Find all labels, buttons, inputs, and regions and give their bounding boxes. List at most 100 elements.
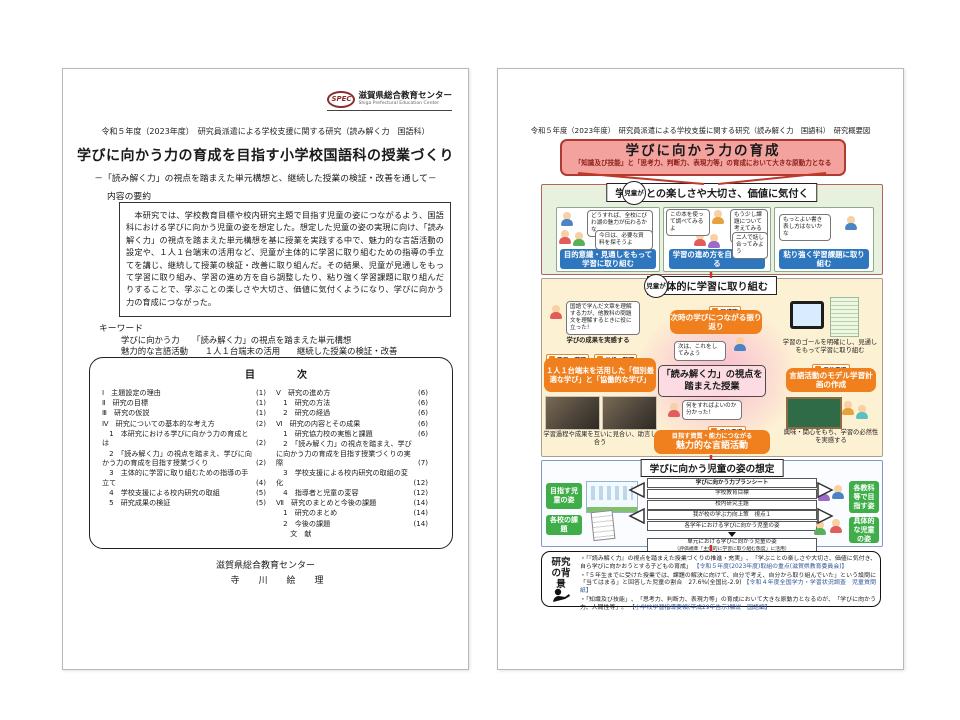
toc-entry: 1 研究協力校の実態と課題(6) [276,428,428,438]
strategy-reflection: 次時の学びにつながる振り返り [670,310,762,334]
research-background-label: 研究の背景 [551,557,571,590]
keywords-row-2: 魅力的な言語活動 １人１台端末の活用 継続した授業の検証・改善 [121,346,398,356]
core-approach-box: 「読み解く力」の視点を踏まえた授業 [658,365,766,397]
children-illustration [573,232,585,246]
toc-left-column: Ⅰ 主題設定の理由(1) Ⅱ 研究の目標(1) Ⅲ 研究の仮説(1) Ⅳ 研究に… [102,388,266,508]
toc-entry: 3 学校支援による校内研究の取組の変化(12) [276,468,428,487]
spec-logo-icon: SPEC [327,91,356,108]
children-illustration [708,234,720,248]
speech-bubble: 何をすればよいのか分かった！ [682,400,742,420]
scene-card-adjust: この本を使って調べてみるよ もう少し課題について考えてみるよ 二人で話し合ってみ… [663,207,771,272]
children-illustration [830,519,842,533]
scene-card-persist: もっとよい書き表し方はないかな 粘り強く学習課題に取り組む [774,207,874,272]
background-bullets: ・「『読み解く力』の視点を踏まえた授業づくりの推進・充実」、「学ぶことの楽しさや… [580,556,876,614]
abstract-box: 本研究では、学校教育目標や校内研究主題で目指す児童の姿につながるよう、国語科にお… [119,202,451,317]
caption-interest: 興味・関心をもち、学習の必然性を実感する [783,429,879,444]
plan-sheet-row: 学校教育目標 [647,488,817,499]
plan-sheet-title: 学びに向かう力プランシート [647,478,817,488]
toc-entry: 4 学校支援による校内研究の取組(5) [102,488,266,498]
strategy-language-activity-line1: 目指す資質・能力につながる [671,433,753,441]
table-of-contents: 目 次 Ⅰ 主題設定の理由(1) Ⅱ 研究の目標(1) Ⅲ 研究の仮説(1) Ⅳ… [89,357,453,549]
section-notice-value: 児童が 学ぶことの楽しさや大切さ、価値に気付く どうすれば、全校にびわ湖の魅力が… [541,181,883,275]
speech-bubble: もっとよい書き表し方はないかな [779,214,831,241]
report-cover-page: SPEC 滋賀県総合教育センター Shiga Prefectural Educa… [62,68,469,670]
plan-sheet-row5b: （評価規準「主体的に学習に取り組む態度」に活用） [674,547,790,553]
toc-entry: Ⅵ 研究の内容とその成果(6) [276,418,428,428]
writer-silhouette-icon [553,588,570,602]
speech-bubble: 二人で話し合ってみよう [732,232,768,259]
caption-goal: 学習のゴールを明確にし、見通しをもって学習に取り組む [782,339,878,354]
school-illustration [586,481,638,513]
report-subtitle: －「読み解く力」の視点を踏まえた単元構想と、継続した授業の検証・改善を通して－ [94,174,437,184]
speech-bubble: 次は、これをしてみよう [674,341,726,361]
classroom-photo [602,396,657,430]
strategy-language-activity: 目指す資質・能力につながる 魅力的な言語活動 [654,430,770,454]
toc-entry: 4 指導者と児童の変容(12) [276,488,428,498]
section-active-learning: 児童が 主体的に学習に取り組む 国語で学んだ文章を理解する力が、他教科の問題文を… [541,274,883,457]
toc-entry: Ⅶ 研究のまとめと今後の課題(14) [276,498,428,508]
main-goal-subtitle: 「知識及び技能」と「思考力、判断力、表現力等」の育成において大きな原動力となる [574,159,832,167]
logo-org-name: 滋賀県総合教育センター [358,91,452,101]
toc-entry: 1 研究のまとめ(14) [276,508,428,518]
section3-heading: 学びに向かう児童の姿の想定 [640,459,784,477]
caption-peer-review: 学習過程や成果を互いに見合い、助言し合う [543,431,657,446]
children-badge: 児童が [644,274,668,298]
plan-sheet-row: 各学年における学びに向かう児童の姿 [647,521,817,532]
report-series-line: 令和５年度（2023年度） 研究員派遣による学校支援に関する研究（読み解く力 国… [101,127,430,136]
model-poster-illustration [830,297,859,337]
children-illustration [814,521,826,535]
overview-series-line: 令和５年度（2023年度） 研究員派遣による学校支援に関する研究（読み解く力 国… [530,126,871,135]
plan-sheet-row: 校内研究主題 [647,499,817,510]
scene-card-purpose: どうすれば、全校にびわ湖の魅力が伝わるかな 今日は、必要な資料を探そうよ 目的意… [556,207,660,272]
classroom-photo [545,396,600,430]
abstract-label: 内容の要約 [107,192,151,202]
background-bullet: ・「『読み解く力』の視点を踏まえた授業づくりの推進・充実」、「学ぶことの楽しさや… [580,556,876,570]
children-illustration [561,212,573,226]
logo-org-name-en: Shiga Prefectural Education Center [358,101,439,106]
footer-author: 寺 川 絵 理 [230,576,329,586]
caption-outcome: 学びの成果を実感する [566,337,630,344]
speech-bubble: この本を使って調べてみるよ [666,209,710,236]
label-concrete-child: 具体的な児童の姿 [849,517,879,543]
toc-entry: 1 本研究における学びに向かう力の育成とは(2) [102,428,266,448]
toc-entry: 2 「読み解く力」の視点を踏まえ、学びに向かう力の育成を目指す授業づくり(2) [102,448,266,468]
speech-bubble: 国語で学んだ文章を理解する力が、他教科の問題文を理解するときに役に立った！ [566,301,640,335]
toc-entry: Ⅳ 研究についての基本的な考え方(2) [102,418,266,428]
plan-sheet-row: 我が校の学ぶ力向上策 視点１ [647,510,817,521]
down-arrow-icon [728,531,736,537]
children-illustration [559,230,571,244]
main-goal-title: 学びに向かう力の育成 [625,143,781,159]
research-overview-page: 令和５年度（2023年度） 研究員派遣による学校支援に関する研究（読み解く力 国… [497,68,904,670]
pupil-illustration [668,403,680,417]
strategy-language-activity-line2: 魅力的な言語活動 [675,440,748,451]
children-illustration [818,487,830,501]
toc-entry: Ⅰ 主題設定の理由(1) [102,388,266,397]
toc-entry: 2 研究の経過(6) [276,408,428,418]
toc-entry: 文 献 [276,528,312,538]
section1-heading: 学ぶことの楽しさや大切さ、価値に気付く [606,183,818,202]
section-envisioned-child: 学びに向かう児童の姿の想定 目指す児童の姿 各教科等で目指す姿 学びに向かう力プ… [541,459,883,555]
plan-sheet: 学びに向かう力プランシート 学校教育目標 校内研究主題 我が校の学ぶ力向上策 視… [647,478,817,556]
children-illustration [856,405,868,419]
toc-entry: 3 主体的に学習に取り組むための指導の手立て(4) [102,468,266,487]
footer-organization: 滋賀県総合教育センター [215,561,315,571]
children-badge: 児童が [622,181,646,205]
toc-entry: 1 研究の方法(6) [276,398,428,408]
pupil-illustration [734,337,746,351]
keywords-label: キーワード [99,324,143,334]
children-illustration [694,232,706,246]
children-illustration [712,210,724,224]
main-goal-banner: 学びに向かう力の育成 「知識及び技能」と「思考力、判断力、表現力等」の育成におい… [560,139,846,176]
blackboard-illustration [786,397,842,429]
toc-entry: 2 今後の課題(14) [276,518,428,528]
plan-sheet-row5: 単元における学びに向かう児童の姿 [687,539,777,546]
document-illustration [590,509,616,542]
label-school-issue: 各校の課題 [546,515,582,535]
toc-entry: 2 「読み解く力」の視点を踏まえ、学びに向かう力の育成を目指す授業づくりの実際(… [276,438,428,468]
behavior-label: 粘り強く学習課題に取り組む [779,249,869,269]
behavior-label: 目的意識・見通しをもって学習に取り組む [560,249,656,269]
children-illustration [842,401,854,415]
toc-entry: 5 研究成果の検証(5) [102,498,266,508]
background-bullet: ・「知識及び技能」、「思考力、判断力、表現力等」の育成において大きな原動力となる… [580,596,876,611]
speech-bubble: 今日は、必要な資料を探そうよ [595,230,653,250]
